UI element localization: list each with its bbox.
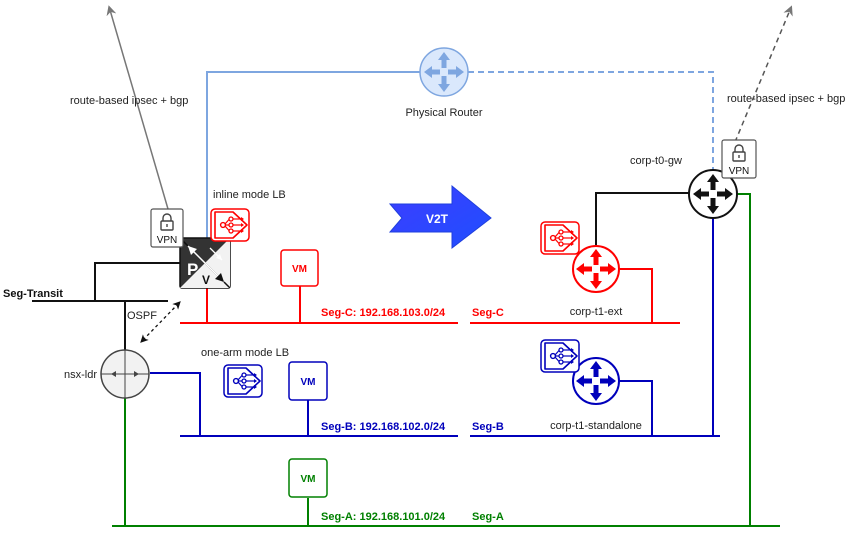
seg-c-label-left: Seg-C: 192.168.103.0/24 (321, 307, 446, 319)
vm-b-label: VM (301, 377, 316, 388)
vm-icon (288, 361, 328, 401)
nsx-ldr-router (100, 349, 150, 399)
seg-b-label-left: Seg-B: 192.168.102.0/24 (321, 421, 446, 433)
one-arm-lb-icon (223, 364, 263, 398)
t1-ext-to-t0-link (595, 192, 690, 245)
physical-router (419, 47, 469, 97)
internet-arrow-right (734, 5, 793, 143)
corp-t0-gw-router (688, 169, 738, 219)
t1-ext-lb-icon (540, 221, 580, 255)
vpn-icon-right: VPN (721, 139, 757, 179)
edge-v-label: V (202, 273, 210, 287)
seg-c-label-right: Seg-C (472, 307, 504, 319)
edge-gateway-icon: P V (179, 237, 231, 289)
vpn-icon-left: VPN (150, 208, 184, 248)
t1-standalone-lb-icon (540, 339, 580, 373)
t1-standalone-to-seg-b-link (618, 380, 653, 436)
corp-t1-standalone-router (572, 357, 620, 405)
vm-icon (280, 249, 319, 287)
physical-router-label: Physical Router (405, 107, 482, 119)
v2t-label: V2T (426, 212, 449, 226)
internet-arrow-left (106, 5, 169, 210)
vm-c: VM (280, 249, 319, 287)
vpn-label-left: VPN (157, 235, 178, 246)
uplink-line-left (206, 71, 420, 238)
vm-c-label: VM (292, 264, 307, 275)
corp-t1-standalone-label: corp-t1-standalone (550, 420, 642, 432)
t1-ext-to-seg-c-link (618, 268, 653, 323)
corp-t0-gw-label: corp-t0-gw (630, 155, 682, 167)
vpn-label-right: VPN (729, 166, 750, 177)
nsx-ldr-label: nsx-ldr (64, 369, 97, 381)
seg-transit-label: Seg-Transit (3, 288, 63, 300)
corp-t1-ext-label: corp-t1-ext (570, 306, 623, 318)
ospf-arrow (140, 301, 181, 343)
route-label-left: route-based ipsec + bgp (70, 95, 188, 107)
vm-a-label: VM (301, 474, 316, 485)
ldr-to-seg-b-link (150, 372, 201, 436)
inline-lb-label: inline mode LB (213, 189, 286, 201)
route-label-right: route-based ipsec + bgp (727, 93, 845, 105)
vm-icon (288, 458, 328, 498)
seg-b-label-right: Seg-B (472, 421, 504, 433)
edge-p-label: P (187, 260, 198, 279)
vm-b: VM (288, 361, 328, 401)
inline-lb-icon (210, 208, 250, 242)
v2t-arrow: V2T (388, 184, 492, 250)
arrow-icon (388, 184, 492, 250)
edge-to-transit-link (94, 262, 180, 301)
one-arm-lb-label: one-arm mode LB (201, 347, 289, 359)
vm-a: VM (288, 458, 328, 498)
seg-a-label-left: Seg-A: 192.168.101.0/24 (321, 511, 446, 523)
seg-a-label-right: Seg-A (472, 511, 504, 523)
ospf-label: OSPF (127, 310, 157, 322)
corp-t1-ext-router (572, 245, 620, 293)
uplink-line-right (468, 71, 714, 170)
t0-to-seg-a-link (735, 193, 751, 526)
